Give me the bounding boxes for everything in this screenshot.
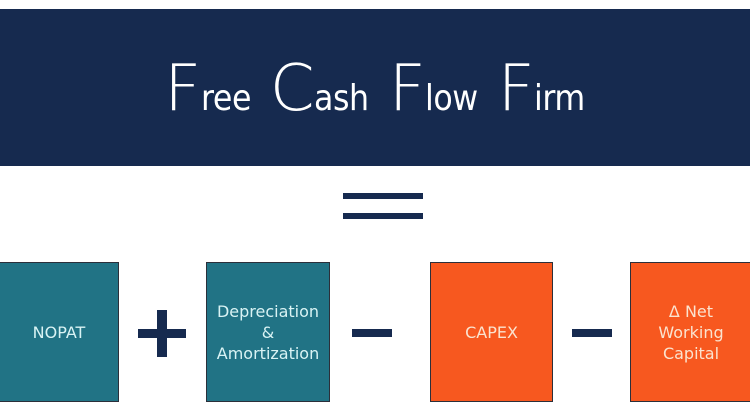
minus-icon xyxy=(572,329,612,337)
title-rest: ree xyxy=(200,78,251,119)
title-word-free: Free xyxy=(164,57,251,121)
title-rest: low xyxy=(425,78,478,119)
equals-bar-bottom xyxy=(343,213,423,219)
nopat-label: NOPAT xyxy=(32,322,86,342)
capex-label: CAPEX xyxy=(465,322,518,342)
plus-vertical-bar xyxy=(157,310,167,357)
equals-bar-top xyxy=(343,193,423,199)
title-rest: ash xyxy=(314,78,369,119)
title-banner: Free Cash Flow Firm xyxy=(0,9,750,166)
title-word-firm: Firm xyxy=(498,57,586,121)
net-working-capital-label: Δ Net Working Capital xyxy=(658,301,724,363)
title-word-cash: Cash xyxy=(270,57,370,121)
depreciation-amortization-label: Depreciation & Amortization xyxy=(216,301,320,363)
capex-box: CAPEX xyxy=(430,262,553,402)
title-cap: F xyxy=(164,52,201,126)
net-working-capital-box: Δ Net Working Capital xyxy=(630,262,750,402)
nopat-box: NOPAT xyxy=(0,262,119,402)
title-word-flow: Flow xyxy=(389,57,479,121)
minus-icon xyxy=(352,329,392,337)
depreciation-amortization-box: Depreciation & Amortization xyxy=(206,262,330,402)
diagram-title: Free Cash Flow Firm xyxy=(0,57,750,121)
title-cap: F xyxy=(388,52,426,126)
title-cap: C xyxy=(269,52,315,126)
title-rest: irm xyxy=(534,78,585,119)
title-cap: F xyxy=(497,52,535,126)
